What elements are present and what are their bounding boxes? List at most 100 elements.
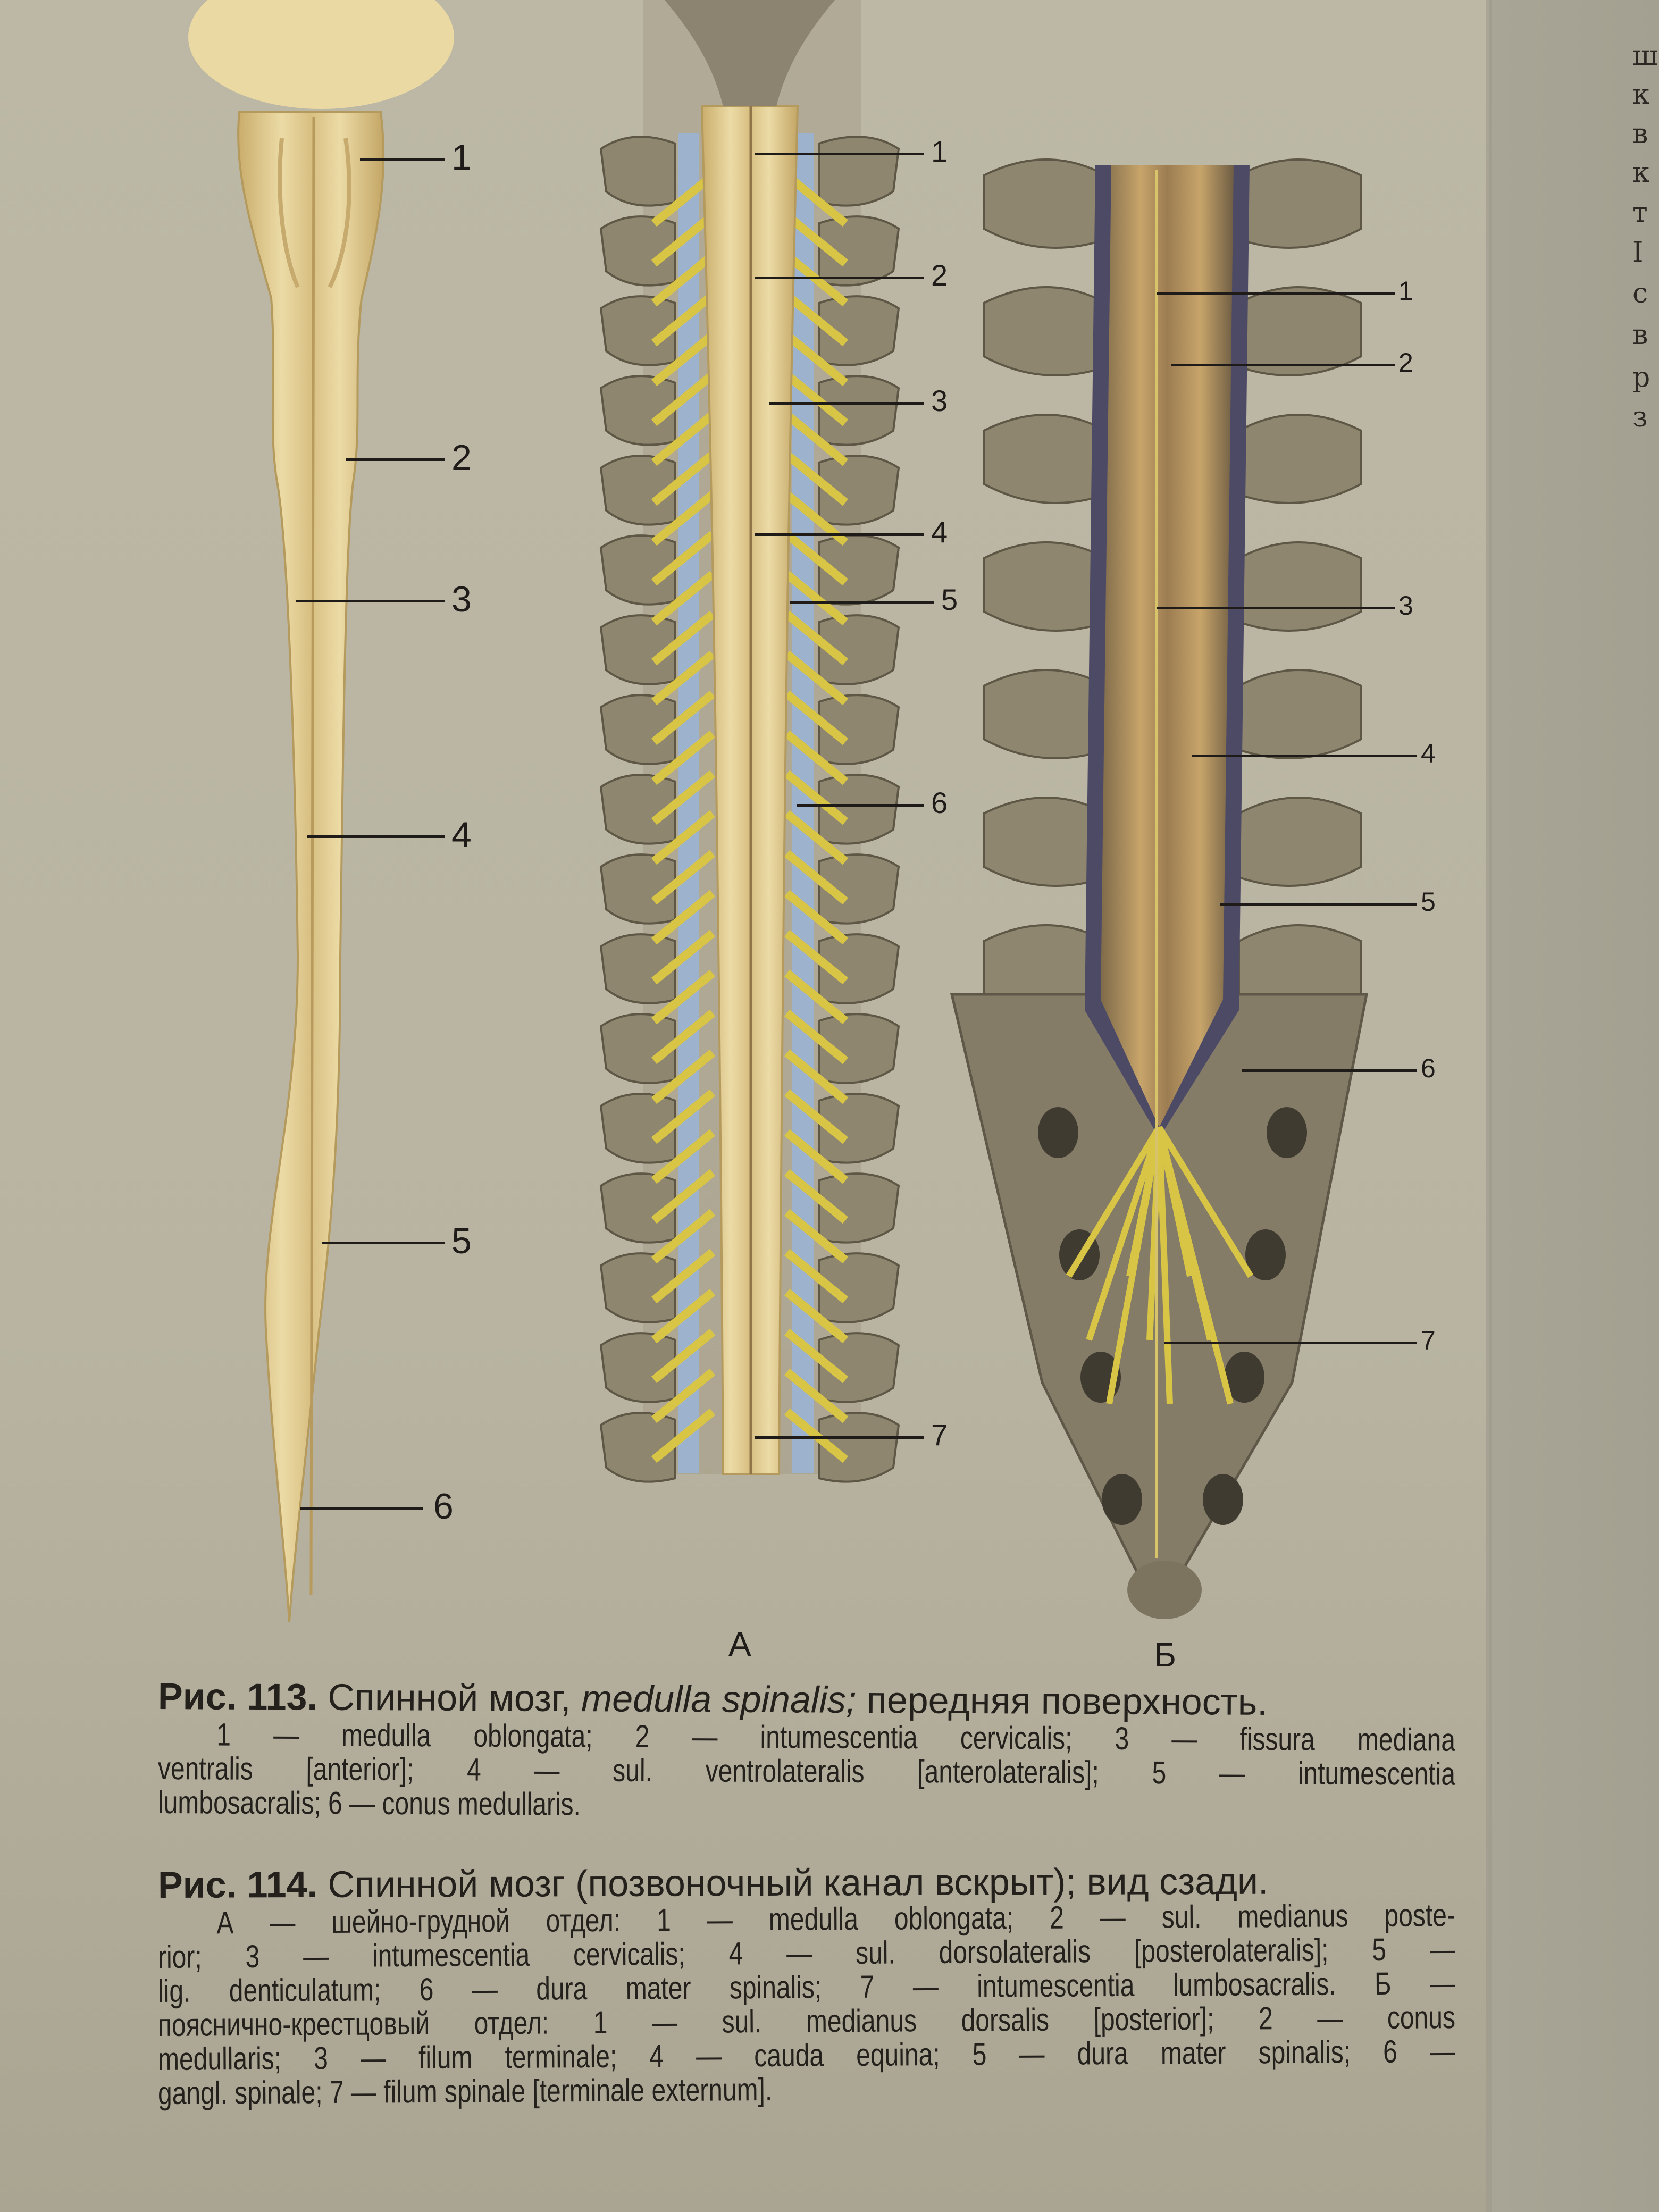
figure-114-caption: Рис. 114. Спинной мозг (позвоночный кана… (157, 1861, 1455, 2111)
leader-line (1192, 755, 1417, 757)
fig114a-label-6: 6 (931, 786, 948, 819)
nerve-root (651, 610, 716, 666)
nerve-root (784, 411, 849, 466)
vertebra-left (983, 414, 1107, 504)
nerve-root (651, 371, 716, 426)
nerve-root (784, 1368, 849, 1423)
nerve-root (784, 1288, 849, 1344)
nerve-root (651, 1249, 716, 1304)
caption-line: lumbosacralis; 6 — conus medullaris. (157, 1784, 1455, 1825)
nerve-root (784, 610, 849, 666)
leader-line (755, 1436, 924, 1439)
nerve-root (651, 1209, 716, 1264)
nerve-root (784, 371, 849, 426)
margin-letter: к (1632, 79, 1650, 111)
nerve-root (651, 810, 716, 865)
leader-line (755, 533, 924, 536)
nerve-root (784, 770, 849, 825)
nerve-root (784, 650, 849, 706)
nerve-root (784, 1209, 849, 1264)
spinal-cord-shape (237, 111, 385, 1622)
nerve-root (784, 1328, 849, 1384)
vertebra-left (599, 933, 676, 1004)
vertebra-right (1238, 541, 1362, 632)
fig113-label-6: 6 (433, 1486, 454, 1527)
vertebra-left (599, 1172, 676, 1244)
vertebra-left (599, 136, 676, 207)
vertebra-left (599, 534, 676, 606)
leader-line (1157, 292, 1395, 295)
nerve-root (784, 850, 849, 905)
fig113-label-1: 1 (451, 137, 472, 178)
nerve-root (651, 1288, 716, 1344)
vertebra-left (599, 215, 676, 287)
vertebra-right (818, 1412, 900, 1483)
nerve-root (1126, 1126, 1162, 1277)
nerve-root (651, 252, 716, 307)
margin-letter: в (1632, 118, 1648, 150)
vertebra-left (599, 295, 676, 366)
nerve-root (651, 291, 716, 347)
cauda-equina (1101, 165, 1234, 1127)
vertebra-right (1238, 797, 1362, 887)
fig114a-label-5: 5 (941, 583, 958, 616)
nerve-root (651, 1129, 716, 1184)
fig113-label-5: 5 (451, 1221, 472, 1261)
leader-line (797, 804, 924, 807)
leader-line (322, 1242, 445, 1244)
title-text: Спинной мозг, (328, 1676, 571, 1720)
nerve-root (1156, 1126, 1234, 1405)
sacral-foramen (1203, 1474, 1243, 1525)
vertebra-right (1238, 286, 1362, 376)
nerve-root (651, 929, 716, 985)
title-latin: medulla spinalis; (581, 1678, 857, 1721)
leader-line (1171, 364, 1395, 366)
leader-line (307, 835, 445, 838)
nerve-root (651, 969, 716, 1025)
brainstem-a (665, 0, 835, 106)
vertebra-right (1238, 414, 1362, 504)
figure-113-spinal-cord (188, 0, 454, 1622)
margin-letter: с (1632, 278, 1648, 309)
fig113-label-4: 4 (451, 815, 472, 855)
fig114a-label-1: 1 (931, 135, 948, 168)
leader-line (755, 153, 924, 155)
nerve-root (651, 1328, 716, 1384)
vertebra-left (599, 1093, 676, 1164)
vertebra-left (599, 375, 676, 446)
nerve-root (651, 730, 716, 785)
nerve-root (651, 1089, 716, 1144)
nerve-root (1156, 1125, 1254, 1278)
nerve-root (651, 331, 716, 387)
panel-letter-a: А (728, 1625, 751, 1663)
leader-line (790, 601, 934, 604)
page-gutter (1486, 0, 1492, 2212)
leader-line (1157, 607, 1395, 609)
figure-114b-lumbosacral (950, 158, 1369, 1619)
fig114a-label-2: 2 (931, 258, 948, 292)
fig114b-label-5: 5 (1421, 887, 1436, 917)
caption-line: gangl. spinale; 7 — filum spinale [termi… (158, 2068, 1455, 2111)
vertebra-left (983, 158, 1107, 249)
caption-text: lumbosacralis; 6 — conus medullaris. (157, 1784, 581, 1822)
nerve-root (784, 1089, 849, 1144)
leader-line (300, 1507, 423, 1510)
vertebra-left (599, 1332, 676, 1403)
nerve-root (784, 531, 849, 586)
nerve-root (784, 331, 849, 387)
figure-113-caption: Рис. 113. Спинной мозг, medulla spinalis… (158, 1675, 1455, 1822)
nerve-root (1086, 1126, 1162, 1341)
leader-line (1220, 903, 1417, 906)
median-fissure (309, 116, 315, 1596)
sacral-foramen (1038, 1107, 1078, 1158)
fig114b-label-4: 4 (1421, 739, 1436, 768)
vertebra-left (983, 541, 1107, 632)
figure-114-number: Рис. 114. (157, 1863, 318, 1906)
leader-line (346, 458, 445, 461)
nerve-root (651, 451, 716, 506)
nerve-root (784, 730, 849, 785)
margin-letter: в (1632, 319, 1648, 351)
nerve-root (651, 1169, 716, 1224)
vertebra-left (599, 455, 676, 526)
vertebra-left (599, 614, 676, 685)
